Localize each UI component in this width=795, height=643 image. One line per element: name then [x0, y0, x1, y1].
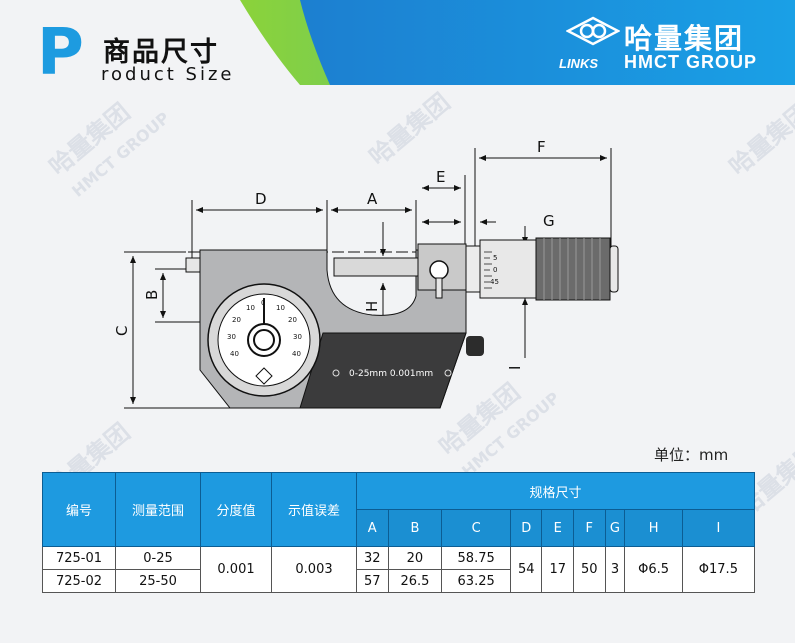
header-division: 分度值	[200, 472, 272, 547]
cell-division: 0.001	[200, 546, 272, 593]
header-range: 测量范围	[115, 472, 201, 547]
brand-name-en: HMCT GROUP	[624, 52, 757, 72]
header-banner	[240, 0, 795, 85]
dim-label-h: H	[363, 301, 381, 312]
dim-label-c: C	[113, 326, 131, 336]
cell-a: 57	[356, 569, 389, 593]
dial-tick: 10	[276, 304, 285, 312]
dial-tick: 10	[246, 304, 255, 312]
p-letter: P	[37, 16, 84, 90]
header-error: 示值误差	[271, 472, 357, 547]
col-b: B	[387, 509, 443, 547]
table-row: 725-01 0-25 0.001 0.003 32 20 58.75 54 1…	[42, 546, 756, 593]
cell-b: 26.5	[387, 569, 443, 593]
cell-range: 25-50	[115, 569, 201, 593]
col-g: G	[604, 509, 626, 547]
cell-code: 725-01	[42, 546, 116, 570]
dim-label-d: D	[255, 190, 267, 208]
header-code: 编号	[42, 472, 116, 547]
dim-label-e: E	[436, 168, 445, 186]
table-row: 725-02 25-50 57 26.5 63.25	[42, 569, 755, 593]
page-title: 商品尺寸	[103, 37, 219, 68]
links-logo: LINKS	[559, 56, 598, 71]
cell-error: 0.003	[271, 546, 357, 593]
thimble-mark: 45	[490, 278, 499, 286]
cell-code: 725-02	[42, 569, 116, 593]
col-d: D	[509, 509, 543, 547]
dim-label-b: B	[143, 290, 161, 300]
cell-d: 54	[509, 546, 543, 593]
cell-e: 17	[541, 546, 574, 593]
dim-label-f: F	[537, 138, 546, 156]
cell-range: 0-25	[115, 546, 201, 570]
cell-h: Φ6.5	[624, 546, 683, 593]
cell-g: 3	[604, 546, 626, 593]
header-spec: 规格尺寸	[356, 472, 755, 510]
spec-table: 编号 测量范围 分度值 示值误差 规格尺寸 A B C D E F G H I …	[42, 472, 756, 593]
thimble-mark: 0	[493, 266, 497, 274]
dial-tick: 40	[292, 350, 301, 358]
cell-c: 63.25	[441, 569, 511, 593]
dial-tick: 20	[232, 316, 241, 324]
thimble-mark: 5	[493, 254, 497, 262]
dial-tick: 20	[288, 316, 297, 324]
col-f: F	[573, 509, 606, 547]
col-i: I	[681, 509, 756, 547]
dial-tick: 0	[261, 299, 265, 307]
header: P 商品尺寸 roduct Size LINKS 哈量集团 HMCT GROUP	[0, 0, 795, 90]
dial-tick: 30	[293, 333, 302, 341]
col-e: E	[541, 509, 574, 547]
unit-label: 单位：mm	[654, 446, 729, 464]
cell-c: 58.75	[441, 546, 511, 570]
dim-label-i: I	[506, 366, 524, 370]
dial-tick: 40	[230, 350, 239, 358]
col-h: H	[624, 509, 683, 547]
cell-i: Φ17.5	[681, 546, 756, 593]
micrometer-drawing: 10 0 10 20 20 30 30 40 40 0-25mm 0.001mm…	[113, 138, 620, 409]
dim-label-g: G	[543, 212, 555, 230]
page-subtitle: roduct Size	[101, 64, 235, 85]
cell-f: 50	[573, 546, 606, 593]
dim-label-a: A	[367, 190, 378, 208]
col-a: A	[356, 509, 389, 547]
cell-b: 20	[387, 546, 443, 570]
col-c: C	[441, 509, 511, 547]
brand-name: 哈量集团	[624, 22, 745, 55]
body-spec-text: 0-25mm 0.001mm	[349, 369, 433, 379]
hmct-logo-icon	[566, 16, 620, 46]
cell-a: 32	[356, 546, 389, 570]
dial-tick: 30	[227, 333, 236, 341]
